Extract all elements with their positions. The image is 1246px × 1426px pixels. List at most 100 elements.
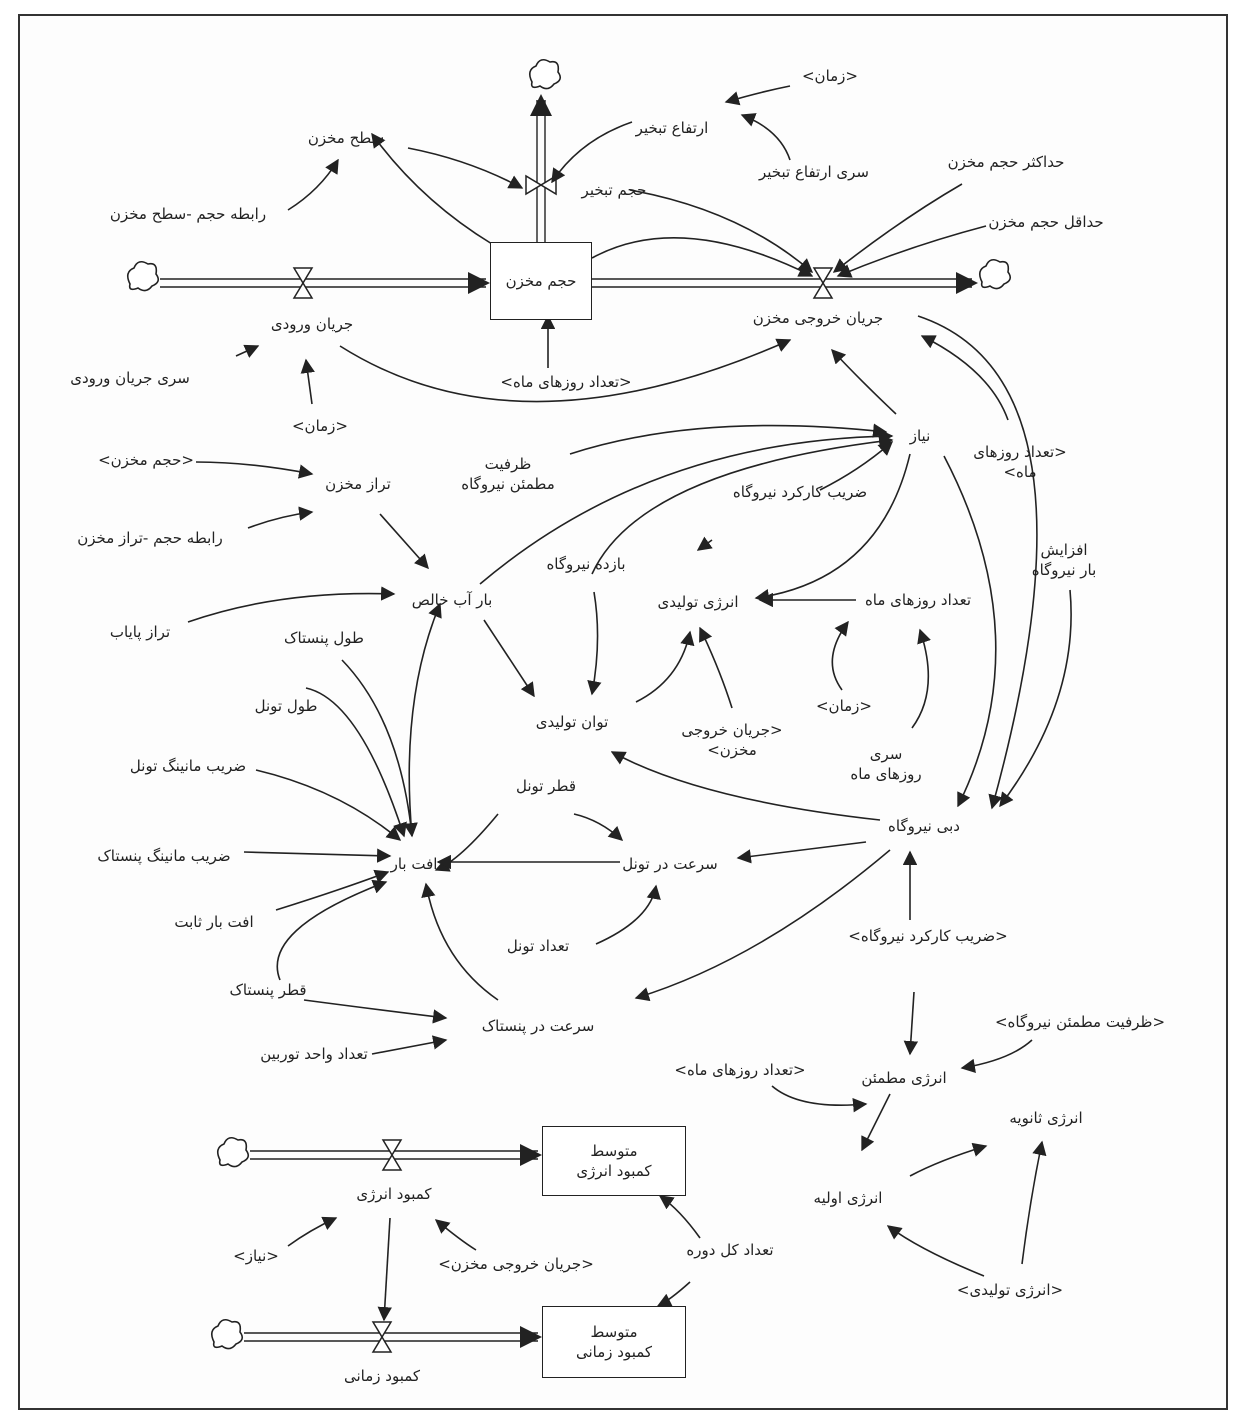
var-max-volume: حداکثر حجم مخزن [947, 152, 1065, 171]
causal-link-arrow [371, 132, 493, 245]
causal-link-arrow [831, 348, 897, 415]
var-energy-produced: انرژی تولیدی [657, 592, 739, 611]
causal-link-arrow [479, 429, 894, 585]
causal-link-arrow [235, 344, 260, 358]
stock-avg-energy-deficit: متوسط کمبود انرژی [542, 1126, 686, 1196]
var-inflow-series: سری جریان ورودی [70, 368, 190, 387]
causal-link-arrow [243, 848, 392, 863]
var-firm-energy: انرژی مطمئن [861, 1068, 947, 1087]
causal-link-arrow [909, 1142, 988, 1177]
var-reservoir-elevation: تراز مخزن [325, 474, 391, 493]
causal-link-arrow [303, 999, 448, 1024]
causal-link-arrow [836, 225, 987, 278]
causal-link-arrow [187, 586, 396, 623]
causal-link-arrow [832, 183, 963, 273]
flow-energy-deficit-label: کمبود انرژی [356, 1184, 432, 1203]
var-penstock-velocity: سرعت در پنستاک [481, 1016, 595, 1035]
causal-link-arrow [754, 453, 911, 604]
causal-link-arrow [920, 335, 1009, 421]
var-days-of-month-shadow-right: <تعداد روزهای ماه> [973, 442, 1067, 481]
cloud-icon [216, 1136, 250, 1168]
var-primary-energy: انرژی اولیه [813, 1188, 883, 1207]
causal-link-arrow [275, 869, 390, 911]
var-energy-produced-shadow: <انرژی تولیدی> [956, 1280, 1064, 1299]
causal-link-arrow [634, 849, 891, 1002]
var-tunnel-length: طول تونل [254, 696, 318, 715]
causal-link-arrow [421, 882, 499, 1001]
var-penstock-length: طول پنستاک [284, 628, 364, 647]
causal-link-arrow [736, 841, 867, 864]
var-min-volume: حداقل حجم مخزن [988, 212, 1104, 231]
causal-link-arrow [287, 158, 339, 211]
stock-label: متوسط کمبود انرژی [576, 1141, 652, 1180]
causal-link-arrow [861, 1093, 891, 1152]
cloud-icon [978, 258, 1012, 290]
causal-link-arrow [656, 1281, 691, 1307]
var-secondary-energy: انرژی ثانویه [1009, 1108, 1083, 1127]
causal-link-arrow [595, 884, 661, 945]
var-evaporation-height: ارتفاع تبخیر [635, 118, 709, 137]
var-firm-capacity-shadow: <ظرفیت مطمئن نیروگاه> [994, 1012, 1166, 1031]
var-tunnel-diameter: قطر تونل [516, 776, 576, 795]
causal-link-arrow [610, 751, 881, 821]
flow-outflow-label: جریان خروجی مخزن [752, 308, 884, 327]
var-tunnel-count: تعداد تونل [506, 936, 570, 955]
var-plant-efficiency: بازده نیروگاه [546, 554, 626, 573]
cloud-icon [528, 58, 562, 90]
causal-link-arrow [287, 1216, 338, 1247]
causal-link-arrow [255, 769, 402, 841]
var-plant-factor: ضریب کارکرد نیروگاه [732, 482, 868, 501]
stock-label: متوسط کمبود زمانی [575, 1322, 653, 1361]
var-tailwater: تراز پایاب [109, 622, 171, 641]
var-tunnel-velocity: سرعت در تونل [622, 854, 718, 873]
valve-icon [381, 1139, 403, 1171]
flow-inflow-label: جریان ورودی [270, 314, 354, 333]
flow-time-deficit-label: کمبود زمانی [343, 1366, 421, 1385]
var-penstock-manning: ضریب مانینگ پنستاک [97, 846, 231, 865]
causal-link-arrow [195, 461, 314, 479]
causal-link-arrow [903, 991, 919, 1056]
var-power-output: توان تولیدی [535, 712, 609, 731]
causal-link-arrow [305, 687, 407, 838]
var-net-head: بار آب خالص [411, 590, 493, 609]
causal-link-arrow [569, 423, 888, 455]
causal-link-arrow [831, 620, 849, 691]
var-days-series: سری روزهای ماه [850, 744, 922, 783]
causal-link-arrow [247, 506, 314, 529]
var-demand-shadow: <نیاز> [233, 1246, 279, 1265]
causal-link-arrow [341, 659, 418, 838]
var-turbine-units: تعداد واحد توربین [260, 1044, 368, 1063]
causal-link-arrow [377, 1217, 392, 1322]
valve-icon [292, 267, 314, 299]
causal-link-arrow [551, 121, 633, 184]
causal-link-arrow [999, 589, 1072, 808]
var-time-low: <زمان> [815, 696, 873, 715]
var-demand: نیاز [909, 426, 931, 445]
valve-icon [812, 267, 834, 299]
causal-link-arrow [434, 1219, 477, 1251]
causal-link-arrow [696, 536, 713, 551]
var-days-of-month-shadow-low: <تعداد روزهای ماه> [674, 1060, 806, 1079]
var-volume-elevation-relation: رابطه حجم -تراز مخزن [77, 528, 223, 547]
var-days-of-month-shadow: <تعداد روزهای ماه> [500, 372, 632, 391]
causal-link-arrow [379, 513, 429, 570]
causal-link-arrow [591, 434, 894, 575]
stock-reservoir-volume: حجم مخزن [490, 242, 592, 320]
causal-link-arrow [960, 1039, 1033, 1073]
var-volume-level-relation: رابطه حجم -سطح مخزن [109, 204, 267, 223]
var-plant-discharge: دبی نیروگاه [888, 816, 960, 835]
cloud-icon [210, 1318, 244, 1350]
var-time: <زمان> [801, 66, 859, 85]
causal-link-arrow [483, 619, 535, 698]
causal-link-arrow [699, 626, 733, 709]
var-fixed-loss: افت بار ثابت [174, 912, 254, 931]
causal-link-arrow [407, 147, 524, 189]
causal-link-arrow [917, 315, 1038, 810]
var-outflow-shadow: <جریان خروجی مخزن> [681, 720, 783, 759]
stock-avg-time-deficit: متوسط کمبود زمانی [542, 1306, 686, 1378]
valve-icon [525, 174, 557, 196]
var-time-mid: <زمان> [291, 416, 349, 435]
var-days-of-month: تعداد روزهای ماه [864, 590, 972, 609]
causal-link-arrow [276, 879, 388, 981]
